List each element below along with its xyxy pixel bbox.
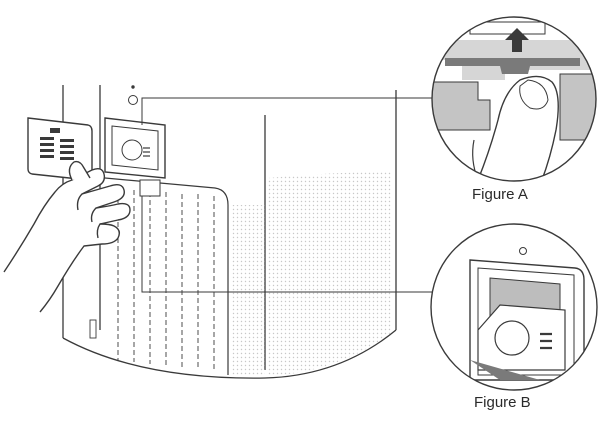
arrow-up-icon: [505, 28, 529, 52]
indicator-light: [128, 85, 138, 105]
figure-a-zoom: [431, 16, 597, 182]
hand-icon: [3, 160, 131, 313]
callout-lines: [141, 97, 432, 293]
grille-texture: [232, 172, 392, 376]
figure-b-caption: Figure B: [474, 394, 531, 411]
sensor-compartment: [104, 117, 166, 197]
figure-a-caption: Figure A: [472, 186, 528, 203]
figure-b-zoom: [430, 223, 598, 391]
